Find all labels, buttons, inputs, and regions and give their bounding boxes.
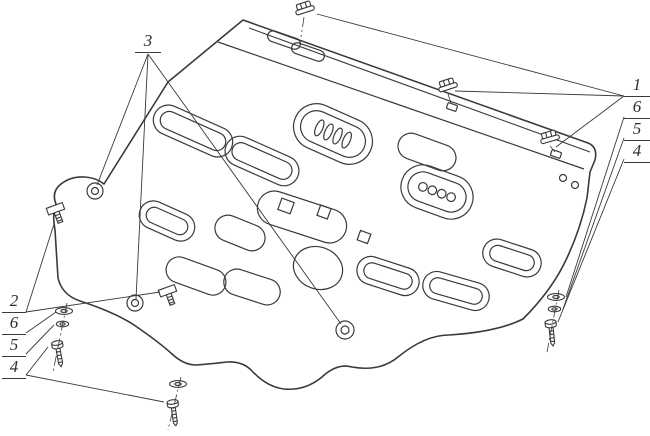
leader-lines [25, 13, 625, 403]
bolt-icon-top-3 [540, 129, 560, 145]
mounting-holes [86, 182, 355, 340]
center-axes [52, 16, 560, 431]
callout-right-item-1: 1 [624, 75, 650, 97]
plate-outline [52, 19, 597, 391]
flat-washer-icon-left [54, 307, 74, 315]
callout-left-item-5: 5 [2, 335, 26, 357]
callout-stack-left: 2 6 5 4 [2, 291, 26, 379]
callout-plate-marker: 3 [135, 31, 161, 53]
screw-icon-mid [166, 399, 179, 427]
callout-right-item-4: 4 [624, 141, 650, 163]
flat-washer-icon-right [546, 293, 566, 301]
hardware-stacks [51, 293, 566, 427]
hardware-studs [45, 201, 178, 306]
plate-cutouts [138, 30, 580, 312]
callout-stack-right: 1 6 5 4 [624, 75, 650, 163]
spring-washer-icon-right [547, 305, 562, 313]
bolt-icon-top-2 [438, 77, 458, 93]
callout-left-item-2: 2 [2, 291, 26, 313]
spring-washer-icon-left [55, 320, 70, 328]
callout-right-item-6: 6 [624, 97, 650, 119]
callout-left-item-4: 4 [2, 357, 26, 379]
bolt-icon-top-1 [295, 0, 315, 16]
vent-cutout-right [400, 164, 474, 220]
stud-bolt-icon-mid [157, 283, 178, 306]
callout-left-item-6: 6 [2, 313, 26, 335]
hardware-top [295, 0, 560, 145]
screw-icon-right [544, 319, 557, 347]
callout-label-3: 3 [135, 31, 161, 53]
flat-washer-icon-mid [168, 380, 188, 388]
callout-right-item-5: 5 [624, 119, 650, 141]
screw-icon-left [51, 340, 64, 368]
stud-bolt-icon-left [45, 201, 66, 224]
vent-cutout-top [292, 103, 374, 165]
